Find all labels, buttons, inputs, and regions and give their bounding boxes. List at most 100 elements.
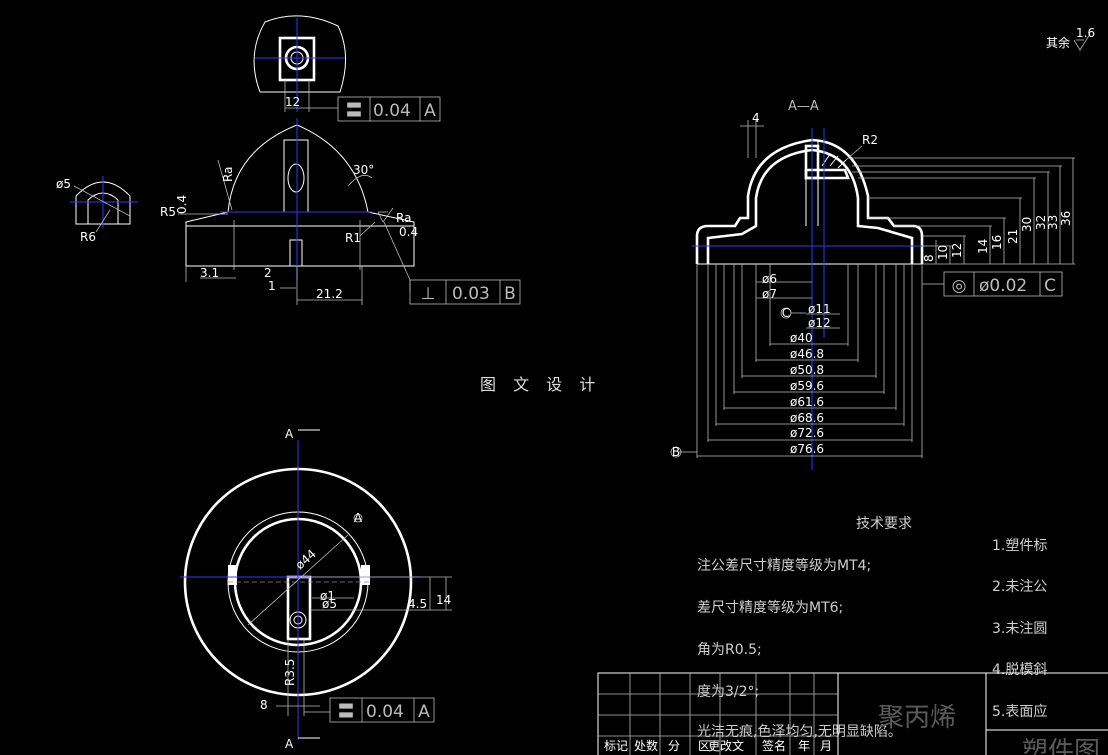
section-view-a-a: A—A (670, 99, 1075, 470)
dim-r2: R2 (862, 133, 878, 147)
dim-phi44: ø44 (293, 547, 319, 573)
dim-h36: 36 (1059, 211, 1073, 226)
tolerance-frame-flatness-top: 〓 0.04 A (337, 96, 441, 122)
tol-symbol: 〓 (346, 101, 363, 121)
dim-phi5-top: ø5 (322, 597, 337, 611)
dim-8: 8 (260, 698, 268, 712)
tech-left-1: 注公差尺寸精度等级为MT4; (697, 557, 871, 574)
tolerance-frame-flatness-bottom: 〓 0.04 A (329, 697, 435, 723)
dim-r6: R6 (80, 230, 96, 244)
tech-right-4: 4.脱模斜 (992, 662, 1047, 678)
dim-phi61-6: ø61.6 (790, 395, 824, 409)
dim-14: 14 (436, 593, 451, 607)
tol-value: ø0.02 (979, 276, 1027, 296)
dim-4: 4 (752, 111, 760, 125)
tol-datum: A (424, 101, 436, 121)
dim-h8: 8 (922, 254, 936, 262)
tolerance-frame-perpendicular: ⊥ 0.03 B (409, 279, 521, 305)
tol-datum: A (418, 702, 430, 722)
dim-phi40: ø40 (790, 331, 813, 345)
dim-21-2: 21.2 (316, 287, 343, 301)
dim-phi46-8: ø46.8 (790, 347, 824, 361)
dim-h33: 33 (1046, 215, 1060, 230)
ra-left: Ra (221, 167, 235, 182)
dim-r1: R1 (345, 231, 361, 245)
ra-value-right: 0.4 (399, 225, 418, 239)
tech-left-5: 光洁无痕,色泽均匀,无明显缺陷。 (697, 723, 902, 740)
tol-symbol: ◎ (952, 276, 967, 296)
dim-phi76-6: ø76.6 (790, 442, 824, 456)
tol-value: 0.03 (452, 284, 490, 304)
tb-label-month: 月 (820, 739, 832, 753)
tol-value: 0.04 (373, 101, 411, 121)
tb-label-mark: 标记 (604, 739, 628, 753)
dim-phi5: ø5 (56, 177, 71, 191)
tech-right-3: 3.未注圆 (992, 621, 1047, 637)
dim-1: 1 (268, 279, 276, 293)
dim-phi68-6: ø68.6 (790, 411, 824, 425)
dim-12: 12 (285, 95, 300, 109)
dim-phi6: ø6 (762, 272, 777, 286)
tol-datum: B (504, 284, 516, 304)
top-partial-view: 12 (253, 15, 347, 112)
datum-b: B (672, 445, 680, 459)
tb-label-count: 处数 (634, 738, 658, 753)
dim-2: 2 (264, 266, 272, 280)
dim-h14: 14 (976, 239, 990, 254)
roughness-label: 其余 (1046, 35, 1070, 50)
dim-r5: R5 (160, 205, 176, 219)
dim-phi1: ø1 (320, 589, 335, 603)
tech-right-2: 2.未注公 (992, 579, 1047, 595)
dim-h12: 12 (950, 243, 964, 258)
dim-phi12: ø12 (808, 316, 831, 330)
tech-left-3: 角为R0.5; (697, 642, 762, 658)
tb-label-sign: 签名 (762, 738, 786, 753)
tech-right-1: 1.塑件标 (992, 538, 1047, 554)
dim-h21: 21 (1006, 229, 1020, 244)
section-marker-top: A (285, 427, 294, 441)
tb-material: 聚丙烯 (878, 703, 956, 733)
tb-part-name: 塑件图 (1022, 737, 1100, 755)
roughness-note: 其余 1.6 (1046, 26, 1095, 51)
datum-c-marker: C (782, 306, 790, 320)
tb-label-zone: 区 (698, 739, 710, 753)
dim-h32: 32 (1034, 215, 1048, 230)
tech-right-5: 5.表面应 (992, 703, 1047, 720)
dim-phi59-6: ø59.6 (790, 379, 824, 393)
dim-h30: 30 (1020, 217, 1034, 232)
tb-label-year: 年 (798, 739, 810, 753)
tol-value: 0.04 (366, 702, 404, 722)
dim-phi72-6: ø72.6 (790, 426, 824, 440)
watermark-title: 图 文 设 计 (480, 375, 601, 394)
dim-phi11: ø11 (808, 302, 831, 316)
tech-heading: 技术要求 (856, 516, 912, 532)
plan-mark-a: A (354, 511, 363, 525)
technical-requirements: 技术要求 注公差尺寸精度等级为MT4; 差尺寸精度等级为MT6; 角为R0.5;… (697, 516, 1047, 740)
tech-left-2: 差尺寸精度等级为MT6; (697, 599, 843, 616)
dim-3-1: 3.1 (200, 266, 219, 280)
dim-r3-5: R3.5 (283, 659, 297, 686)
tol-symbol: ⊥ (421, 284, 436, 304)
ra-value-left: 0.4 (175, 195, 189, 214)
section-marker-bottom: A (285, 737, 294, 751)
tb-label-change: 更改文 (708, 738, 744, 753)
dim-angle-30: 30° (353, 163, 374, 177)
dim-h10: 10 (936, 245, 950, 260)
plan-view: ø44 ø1 ø5 4.5 14 R3.5 8 A A A (180, 427, 452, 751)
dim-phi7: ø7 (762, 287, 777, 301)
ra-right: Ra (396, 211, 411, 225)
tol-symbol: 〓 (338, 702, 355, 722)
section-title: A—A (788, 99, 819, 114)
tb-label-part: 分 (668, 739, 680, 753)
tolerance-frame-concentricity: ◎ ø0.02 C (922, 271, 1063, 297)
dim-h16: 16 (990, 235, 1004, 250)
roughness-value: 1.6 (1076, 26, 1095, 40)
dim-phi50-8: ø50.8 (790, 363, 824, 377)
detail-view: ø5 R6 (56, 176, 138, 244)
tech-left-4: 度为3/2°; (697, 684, 759, 700)
front-view: 3.1 2 1 21.2 R5 0.4 Ra 30° R1 Ra 0.4 (160, 118, 418, 305)
dim-4-5: 4.5 (408, 597, 427, 611)
title-block: 标记 处数 分 区 更改文 签名 年 月 聚丙烯 塑件图 (597, 672, 1108, 755)
